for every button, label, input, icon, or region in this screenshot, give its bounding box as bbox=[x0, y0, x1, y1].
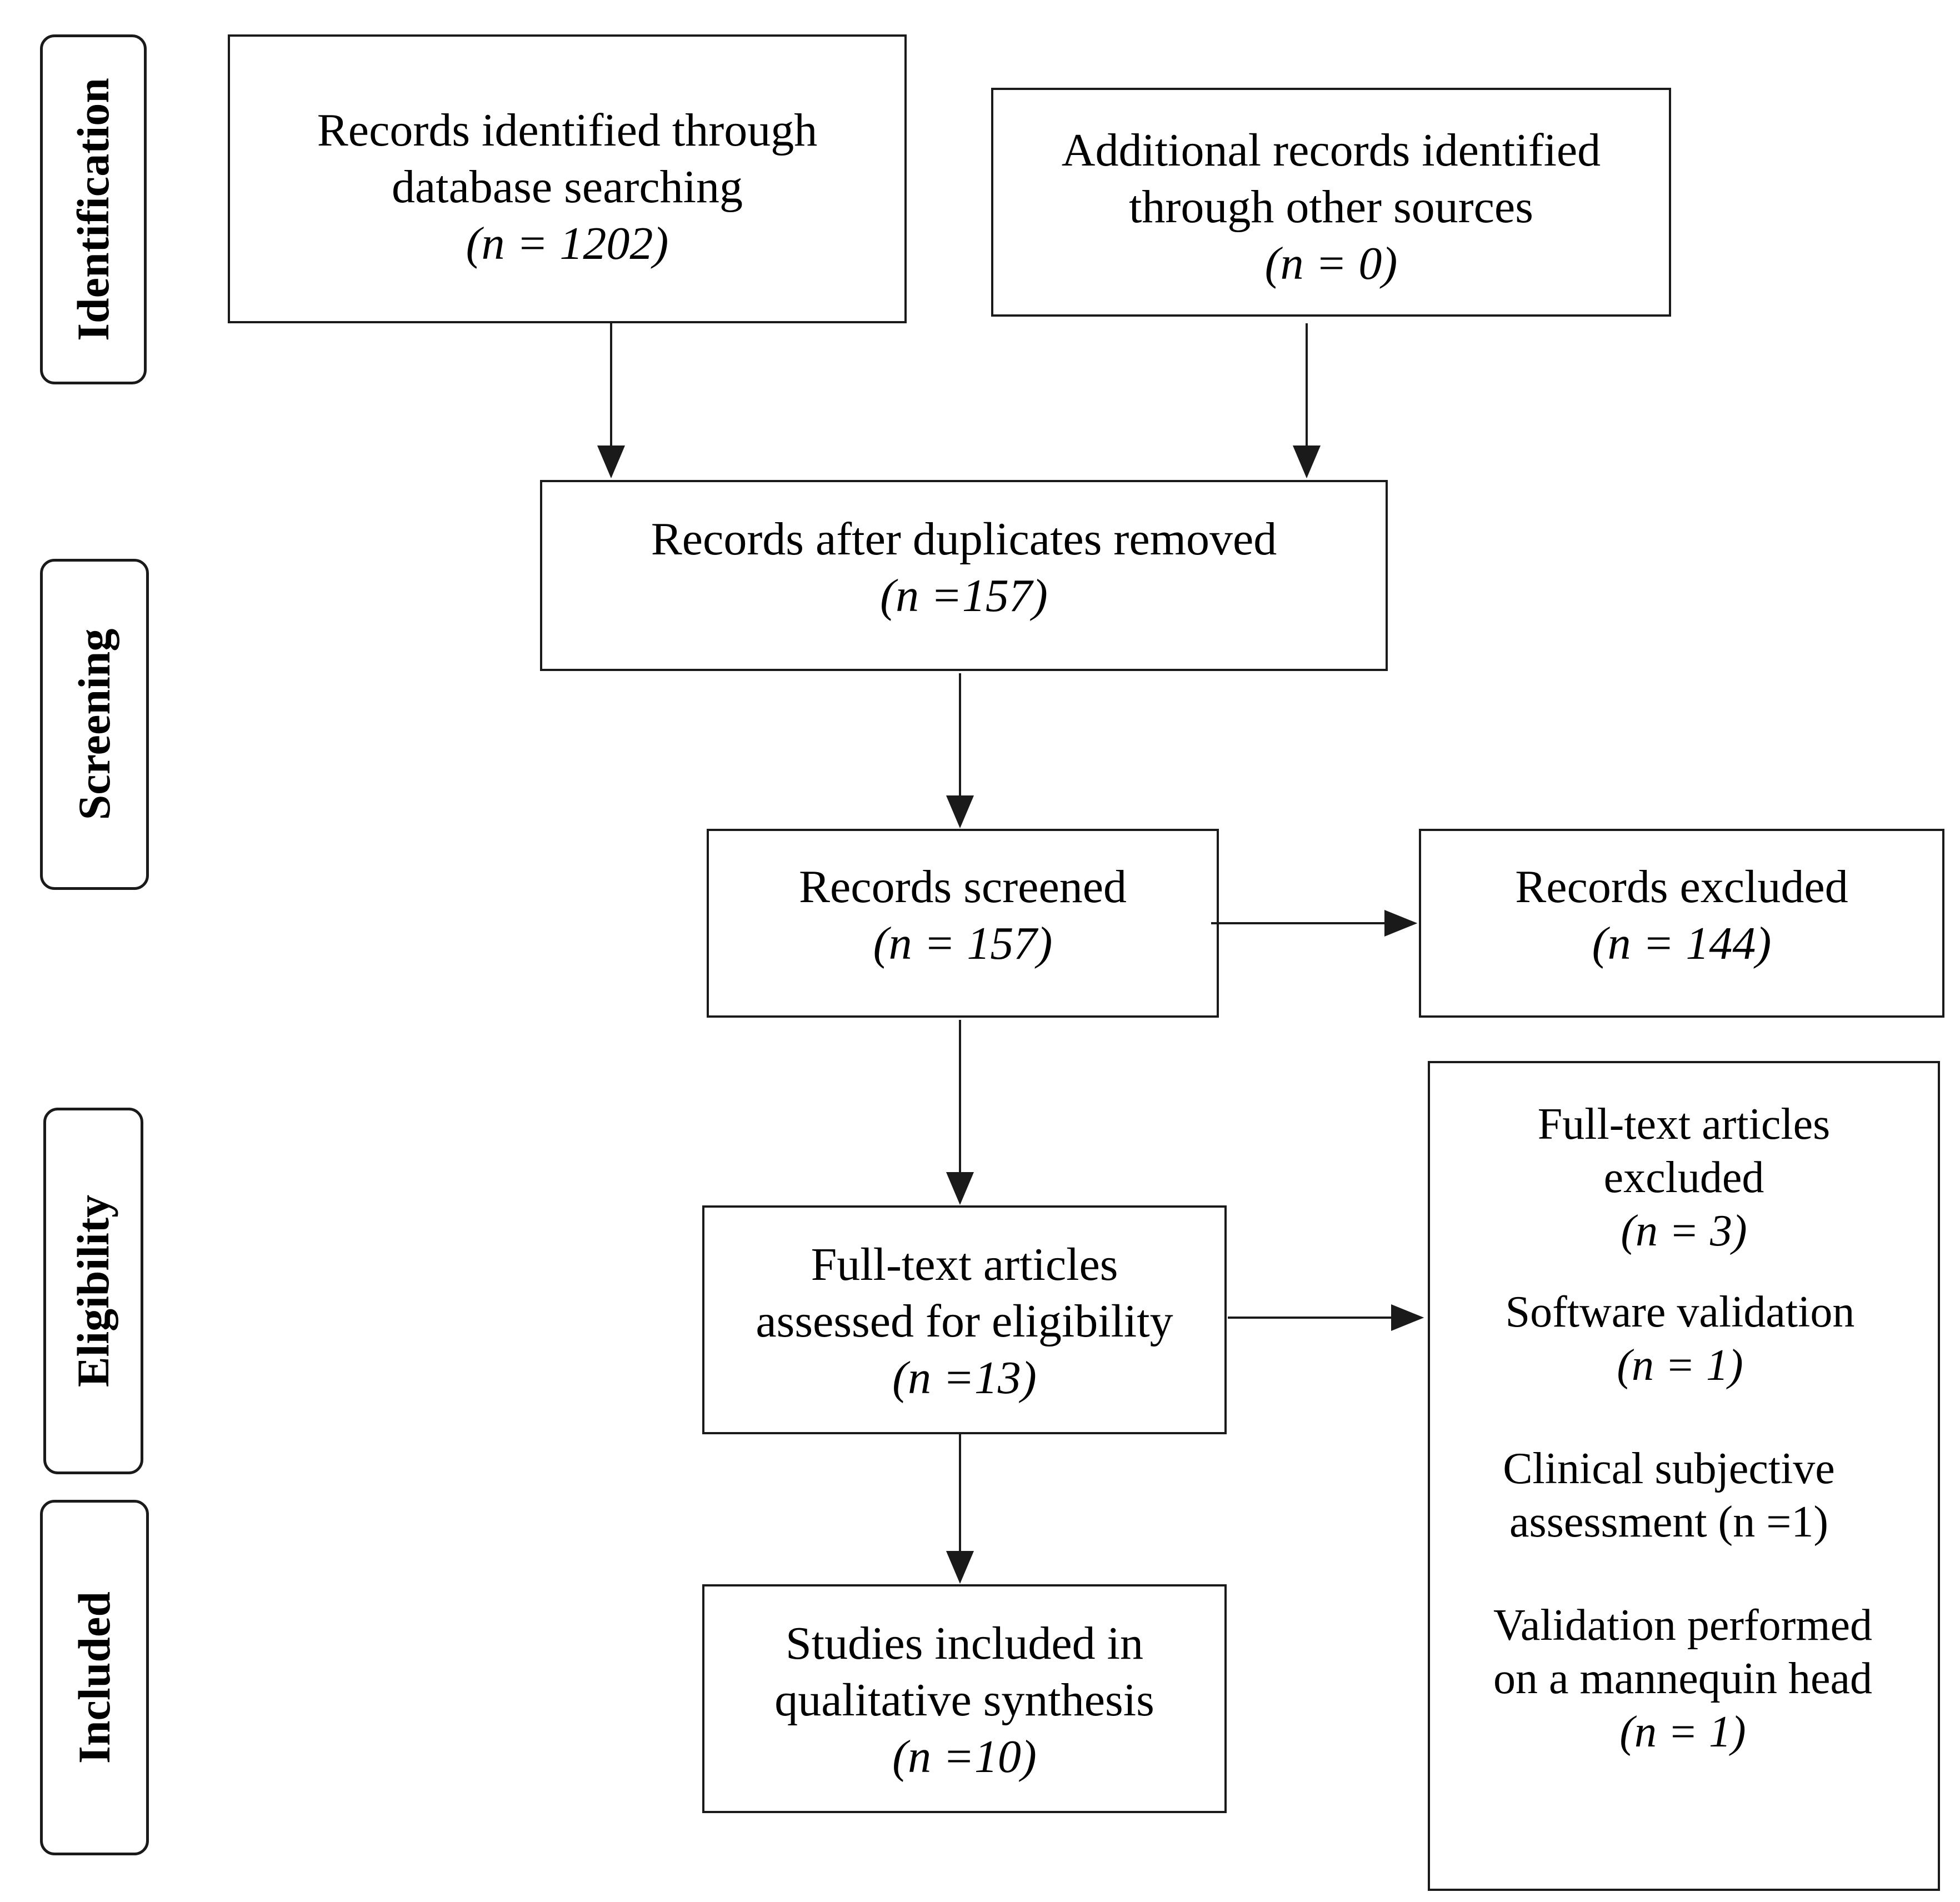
other-sources-line2: through other sources bbox=[1129, 181, 1533, 233]
after-duplicates-count: (n =157) bbox=[880, 570, 1048, 622]
arrowhead-included bbox=[946, 1551, 974, 1584]
records-screened-box: Records screened (n = 157) bbox=[707, 829, 1219, 1018]
records-screened-line1: Records screened bbox=[798, 861, 1127, 913]
after-duplicates-box: Records after duplicates removed (n =157… bbox=[540, 480, 1388, 671]
fulltext-excluded-title-count: (n = 3) bbox=[1621, 1207, 1747, 1255]
fulltext-assessed-count: (n =13) bbox=[892, 1352, 1037, 1404]
database-search-line2: database searching bbox=[391, 161, 743, 213]
after-duplicates-line1: Records after duplicates removed bbox=[651, 513, 1277, 565]
fulltext-assessed-line1: Full-text articles bbox=[811, 1239, 1118, 1290]
exclusion-reason-label: Clinical subjective bbox=[1503, 1444, 1835, 1493]
exclusion-reason-count: (n = 1) bbox=[1619, 1708, 1746, 1756]
other-sources-count: (n = 0) bbox=[1264, 238, 1398, 289]
fulltext-excluded-title-line1: Full-text articles bbox=[1537, 1100, 1831, 1149]
exclusion-reason-label: Software validation bbox=[1505, 1288, 1855, 1337]
fulltext-excluded-box: Full-text articles excluded (n = 3) Soft… bbox=[1428, 1061, 1940, 1891]
arrowhead-screened bbox=[946, 795, 974, 829]
stage-identification: Identification bbox=[40, 34, 147, 384]
other-sources-line1: Additional records identified bbox=[1061, 124, 1601, 176]
records-screened-count: (n = 157) bbox=[873, 918, 1053, 969]
exclusion-reason-software: Software validation (n = 1) bbox=[1469, 1285, 1891, 1392]
exclusion-reason-label-2: on a mannequin head bbox=[1493, 1654, 1872, 1703]
exclusion-reason-mannequin: Validation performed on a mannequin head… bbox=[1463, 1599, 1902, 1759]
records-excluded-line1: Records excluded bbox=[1515, 861, 1848, 913]
included-studies-line2: qualitative synthesis bbox=[774, 1674, 1154, 1726]
exclusion-reason-label: Validation performed bbox=[1493, 1601, 1872, 1650]
database-search-line1: Records identified through bbox=[317, 104, 818, 156]
included-studies-count: (n =10) bbox=[892, 1731, 1037, 1783]
fulltext-excluded-title-line2: excluded bbox=[1603, 1153, 1764, 1202]
exclusion-reason-clinical: Clinical subjective assessment (n =1) bbox=[1458, 1442, 1880, 1549]
stage-screening: Screening bbox=[40, 559, 149, 890]
exclusion-reason-label-2: assessment (n =1) bbox=[1509, 1498, 1828, 1546]
database-search-box: Records identified through database sear… bbox=[228, 34, 907, 323]
stage-included: Included bbox=[40, 1500, 149, 1855]
included-studies-box: Studies included in qualitative synthesi… bbox=[702, 1584, 1227, 1813]
included-studies-line1: Studies included in bbox=[786, 1618, 1143, 1669]
fulltext-excluded-title: Full-text articles excluded (n = 3) bbox=[1430, 1098, 1938, 1258]
stage-eligibility: Eligibility bbox=[43, 1108, 143, 1474]
arrowhead-database bbox=[597, 446, 626, 479]
exclusion-reason-count: (n = 1) bbox=[1617, 1341, 1743, 1390]
arrowhead-excluded bbox=[1384, 910, 1418, 937]
records-excluded-count: (n = 144) bbox=[1592, 918, 1772, 969]
fulltext-assessed-line2: assessed for eligibility bbox=[756, 1295, 1173, 1347]
other-sources-box: Additional records identified through ot… bbox=[991, 88, 1671, 317]
arrowhead-other bbox=[1292, 446, 1321, 479]
fulltext-assessed-box: Full-text articles assessed for eligibil… bbox=[702, 1205, 1227, 1434]
records-excluded-box: Records excluded (n = 144) bbox=[1419, 829, 1944, 1018]
database-search-count: (n = 1202) bbox=[466, 218, 669, 269]
arrowhead-fulltext bbox=[946, 1172, 974, 1205]
arrowhead-fulltext-excluded bbox=[1391, 1304, 1424, 1331]
